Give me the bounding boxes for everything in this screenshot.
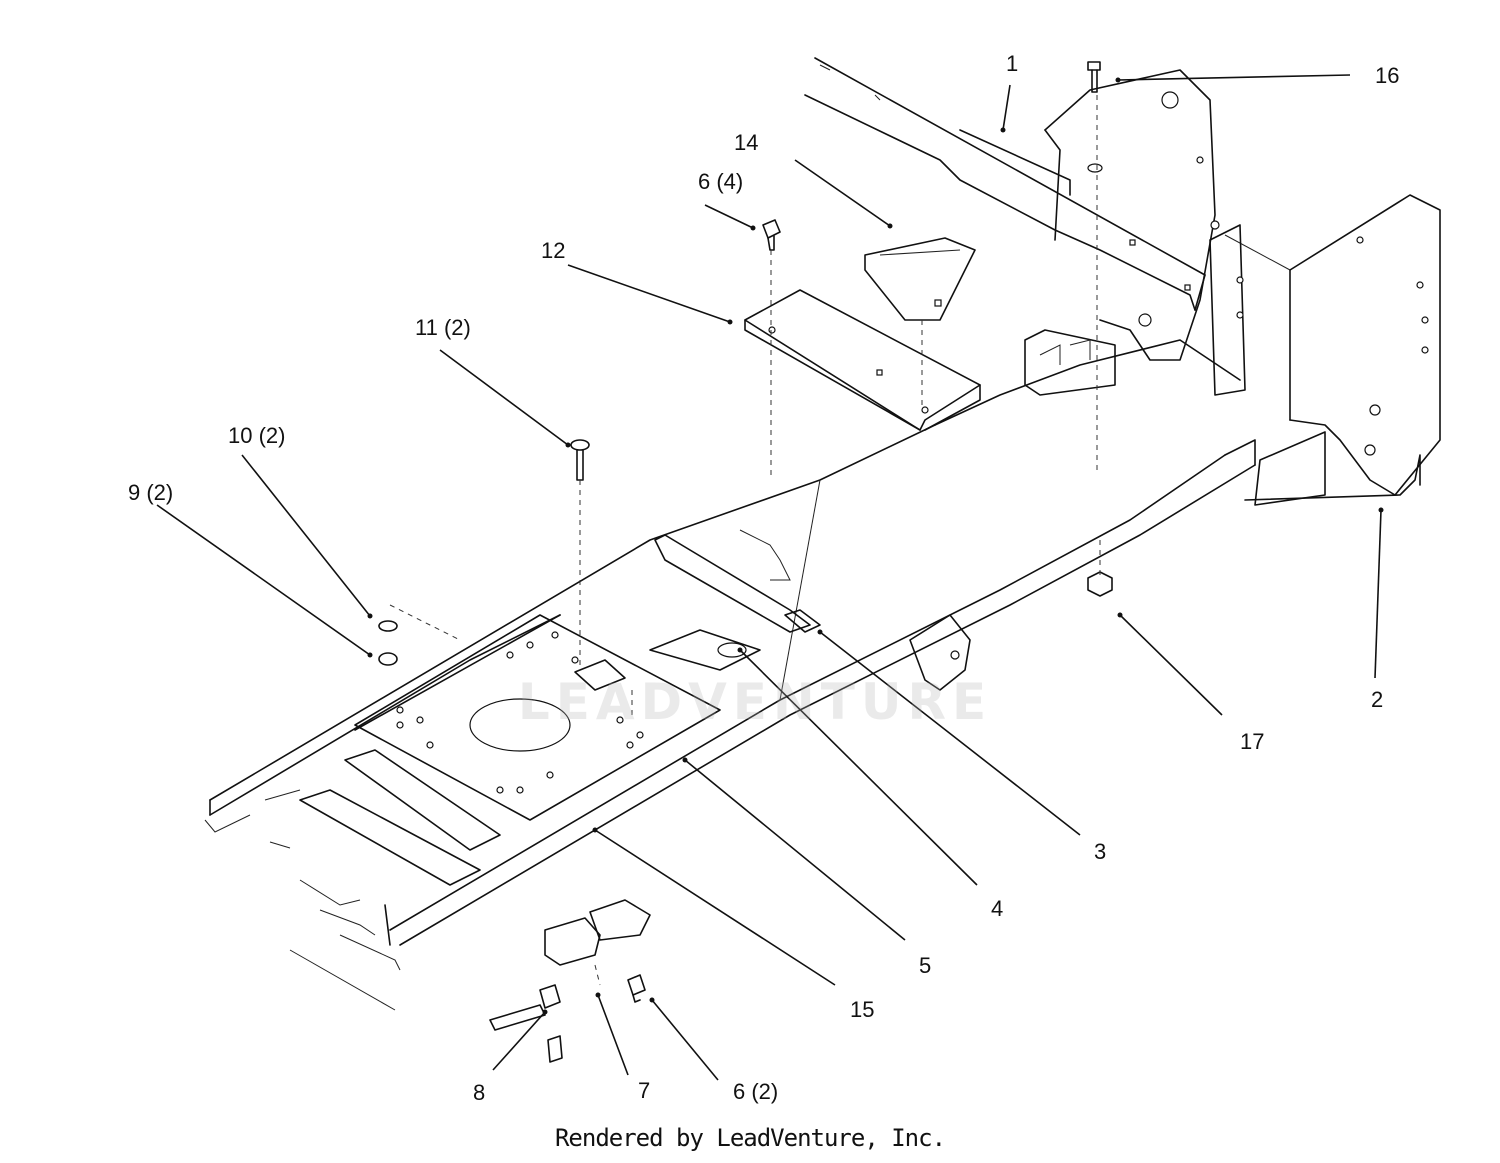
callout-2[interactable]: 2 [1371, 687, 1383, 712]
callout-labels: 1 16 14 6 (4) 12 11 (2) 10 (2) 9 (2) 2 1… [128, 51, 1399, 1105]
callout-9[interactable]: 9 (2) [128, 480, 173, 505]
frame-front-end [269, 841, 401, 1011]
callout-14[interactable]: 14 [734, 130, 758, 155]
callout-1[interactable]: 1 [1006, 51, 1018, 76]
leader-lines [156, 74, 1384, 1081]
callout-4[interactable]: 4 [991, 896, 1003, 921]
callout-17[interactable]: 17 [1240, 729, 1264, 754]
upper-rail [804, 57, 1206, 311]
callout-7[interactable]: 7 [638, 1078, 650, 1103]
callout-16[interactable]: 16 [1375, 63, 1399, 88]
callout-12[interactable]: 12 [541, 238, 565, 263]
mount-brackets [574, 529, 811, 691]
callout-6-4[interactable]: 6 (4) [698, 169, 743, 194]
callout-8[interactable]: 8 [473, 1080, 485, 1105]
credit-line: Rendered by LeadVenture, Inc. [554, 1124, 946, 1152]
bracket-14 [864, 237, 976, 321]
callout-3[interactable]: 3 [1094, 839, 1106, 864]
assembly-lines [389, 95, 1101, 986]
callout-10[interactable]: 10 (2) [228, 423, 285, 448]
frame-main-rail [204, 339, 1256, 946]
rear-tower [1209, 194, 1441, 506]
bracket-12 [744, 289, 981, 431]
callout-6-2[interactable]: 6 (2) [733, 1079, 778, 1104]
callout-11[interactable]: 11 (2) [415, 315, 471, 340]
fasteners [378, 61, 1113, 1063]
lower-mount [909, 614, 971, 691]
callout-5[interactable]: 5 [919, 953, 931, 978]
seat-plate [354, 614, 721, 821]
frame-cross-members [299, 614, 561, 886]
callout-15[interactable]: 15 [850, 997, 874, 1022]
